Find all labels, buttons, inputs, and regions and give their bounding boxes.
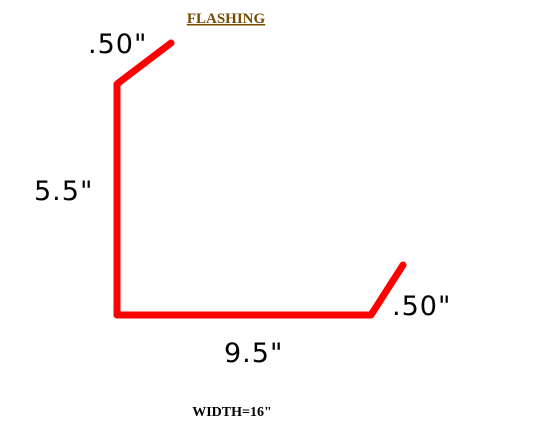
- end-flange-dimension: .50": [392, 291, 451, 322]
- diagram-title: FLASHING: [187, 11, 266, 27]
- vertical-leg-dimension: 5.5": [34, 176, 93, 207]
- width-label: WIDTH=16": [192, 405, 272, 420]
- flashing-profile-line: [113, 39, 407, 319]
- top-flange-dimension: .50": [88, 29, 147, 60]
- bottom-leg-dimension: 9.5": [224, 338, 283, 369]
